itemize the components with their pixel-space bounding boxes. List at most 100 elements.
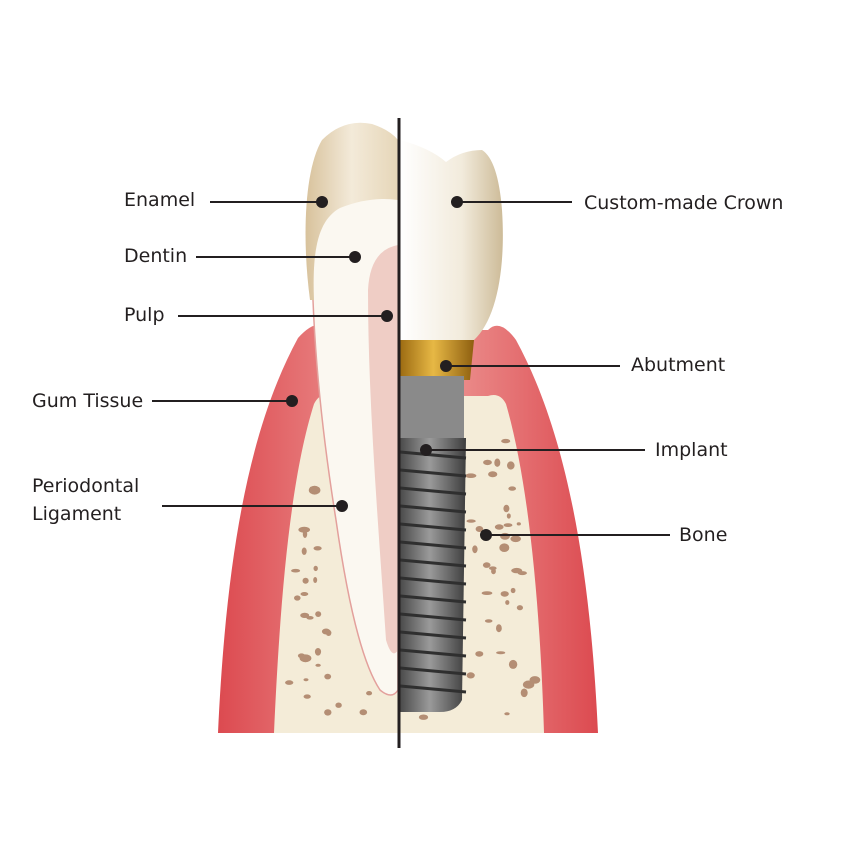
bone-pore [494,458,501,467]
bone-pore [298,526,311,533]
bone-pore [418,714,429,720]
implant-thread [399,594,467,604]
implant-shape [399,438,467,712]
implant-thread [399,468,467,478]
bone-pore [303,694,311,699]
pulp-shape [368,245,398,654]
dot-dentin [349,251,361,263]
bone-pore [501,438,511,444]
bone-pore [313,577,318,583]
implant-thread [399,684,467,694]
bone-pore [313,565,318,572]
bone-pore [466,672,475,679]
bone-pore [529,676,541,684]
implant-thread [399,666,467,676]
bone-pore [510,587,516,594]
bone-pore [508,486,516,491]
bone-pore [488,471,498,478]
dot-abutment [440,360,452,372]
bone-pore [314,648,322,656]
implant-thread [399,540,467,550]
abutment-collar [400,376,464,438]
bone-pore [300,592,309,596]
label-gum-tissue: Gum Tissue [32,390,144,412]
implant-thread [399,450,467,460]
implant-thread [399,486,467,496]
bone-pore [475,651,484,657]
label-custom-crown: Custom-made Crown [584,192,784,214]
dot-implant [420,444,432,456]
implant-thread [399,504,467,514]
label-enamel: Enamel [124,189,196,211]
implant-thread [399,558,467,568]
bone-pore [517,571,527,576]
dot-ligament [336,500,348,512]
bone-pore [294,595,301,601]
bone-pore [494,524,504,530]
bone-pore [496,651,506,655]
bone-pore [465,473,477,479]
bone-pore [315,611,322,617]
bone-pore [500,591,509,597]
implant-thread [399,522,467,532]
bone-pore [309,486,315,490]
bone-pore [315,663,321,667]
bone-pore [520,688,528,698]
bone-pore [496,624,502,633]
bone-pore [503,504,510,513]
bone-pore [285,680,294,685]
bone-pore [300,612,310,619]
bone-pore [466,519,476,523]
bone-pore [503,523,513,527]
bone-pore [301,547,307,555]
label-pulp: Pulp [124,304,165,326]
bone-pore [499,543,510,552]
implant-thread [399,630,467,640]
bone-pore [500,532,510,540]
dot-enamel [316,196,328,208]
dot-bone [480,529,492,541]
bone-pore [299,654,312,663]
bone-pore [324,709,332,716]
label-bone: Bone [679,524,728,546]
bone-pore [510,535,521,543]
bone-pore [516,522,521,526]
bone-pore [507,461,515,470]
bone-pore [313,546,322,551]
dot-gum [286,395,298,407]
implant-thread [399,576,467,586]
dot-crown [451,196,463,208]
bone-pore [505,600,510,605]
bone-pore [302,577,309,584]
bone-pore [291,568,301,573]
bone-pore [325,629,332,637]
bone-pore [481,591,493,595]
bone-pore [303,678,309,682]
bone-pore [302,530,308,538]
custom-crown-shape [400,140,503,340]
bone-pore [324,673,332,680]
label-dentin: Dentin [124,245,188,267]
bone-pore [335,702,342,708]
bone-pore [491,568,496,575]
bone-pore [359,709,368,716]
bone-pores [285,438,541,720]
label-abutment: Abutment [631,354,726,376]
bone-pore [506,513,511,519]
bone-pore [504,712,510,716]
bone-pore [472,545,478,554]
bone-pore [475,526,484,532]
bone-pore [366,691,373,696]
bone-pore [516,605,524,611]
bone-pore [508,659,518,669]
dot-pulp [381,310,393,322]
bone-pore [484,619,493,623]
leader-lines [152,196,670,541]
bone-pore [485,460,491,464]
label-implant: Implant [655,439,728,461]
bone-pore [482,562,491,568]
label-periodontal-ligament: Periodontal Ligament [32,475,140,525]
implant-thread [399,648,467,658]
implant-thread [399,612,467,622]
